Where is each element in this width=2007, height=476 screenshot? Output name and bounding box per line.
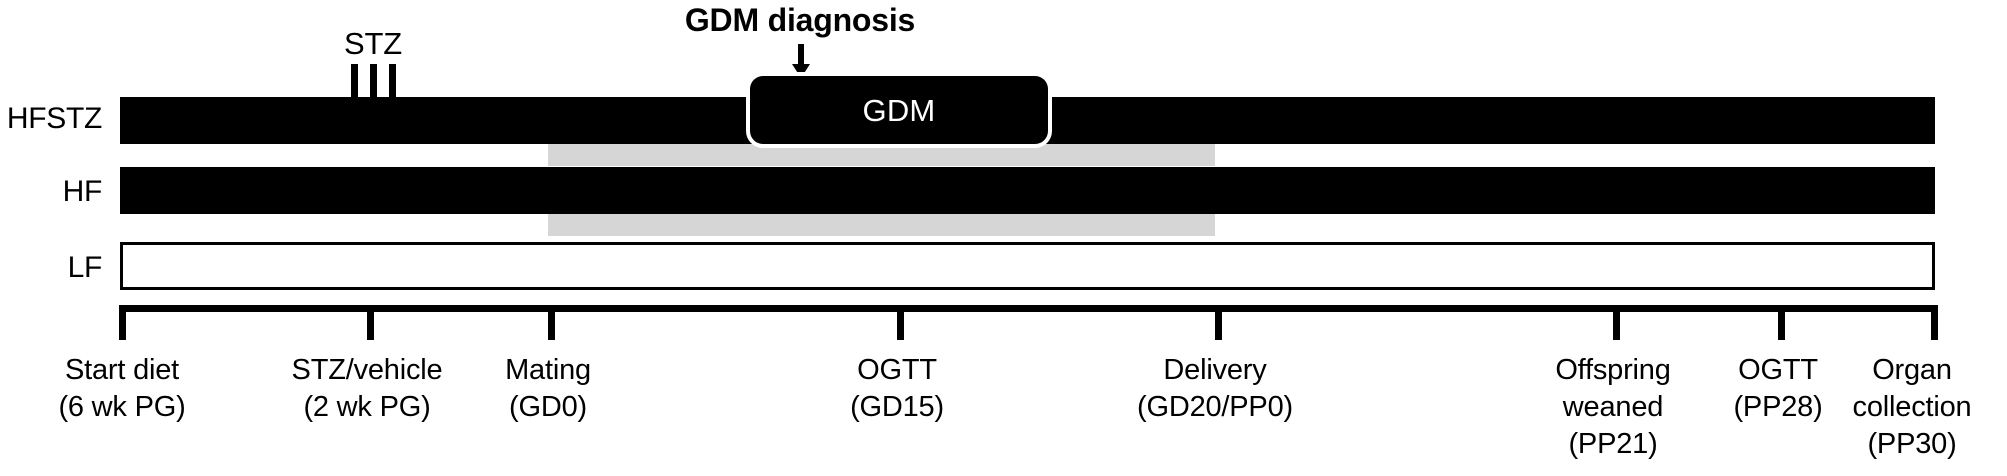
gdm-diagnosis-annotation: GDM diagnosis: [684, 2, 916, 38]
axis-caption-ogtt-pp28-line1: OGTT: [1738, 354, 1818, 386]
axis-caption-ogtt-pp28-line2: (PP28): [1733, 391, 1823, 424]
axis-caption-offspring-weaned-line1: Offspring: [1555, 354, 1671, 386]
axis-caption-organ-collection-line1: Organ: [1872, 354, 1952, 386]
gestation-band-hfstz: [548, 144, 1215, 166]
axis-caption-ogtt-pp28: OGTT (PP28): [1678, 352, 1878, 426]
group-label-hf: HF: [62, 175, 103, 208]
axis-caption-mating: Mating (GD0): [423, 352, 673, 426]
stz-injection-tick-1: [351, 64, 358, 97]
down-arrow-icon: [792, 44, 810, 78]
axis-caption-ogtt-gd15-line1: OGTT: [857, 354, 937, 386]
axis-caption-stz-vehicle-line1: STZ/vehicle: [291, 354, 443, 386]
axis-caption-mating-line2: (GD0): [509, 391, 587, 424]
axis-tick-ogtt-gd15: [897, 305, 904, 340]
stz-injection-tick-3: [389, 64, 396, 97]
axis-tick-ogtt-pp28: [1778, 305, 1785, 340]
stz-injection-tick-2: [370, 64, 377, 97]
diet-bar-hf: [120, 167, 1935, 214]
axis-caption-start-diet-line2: (6 wk PG): [58, 391, 186, 424]
gestation-band-hf: [548, 214, 1215, 236]
axis-caption-stz-vehicle: STZ/vehicle (2 wk PG): [217, 352, 517, 426]
axis-caption-organ-collection-line3: (PP30): [1867, 428, 1957, 461]
axis-caption-offspring-weaned-line2: weaned: [1562, 391, 1664, 424]
axis-caption-delivery-line2: (GD20/PP0): [1137, 391, 1293, 424]
axis-caption-organ-collection-line2: collection: [1852, 391, 1972, 424]
diet-bar-lf: [120, 242, 1935, 290]
group-label-hfstz: HFSTZ: [6, 102, 102, 135]
axis-caption-mating-line1: Mating: [505, 354, 591, 386]
axis-caption-start-diet: Start diet (6 wk PG): [0, 352, 272, 426]
axis-caption-offspring-weaned-line3: (PP21): [1568, 428, 1658, 461]
stz-injection-label: STZ: [344, 26, 402, 61]
axis-tick-organ-collection: [1931, 305, 1938, 340]
axis-caption-delivery: Delivery (GD20/PP0): [1065, 352, 1365, 426]
axis-caption-organ-collection: Organ collection (PP30): [1817, 352, 2007, 463]
gdm-window-box: GDM: [750, 76, 1048, 144]
axis-caption-offspring-weaned: Offspring weaned (PP21): [1483, 352, 1743, 463]
axis-tick-start-diet: [119, 305, 126, 340]
axis-caption-stz-vehicle-line2: (2 wk PG): [303, 391, 431, 424]
axis-tick-stz-vehicle: [367, 305, 374, 340]
axis-caption-start-diet-line1: Start diet: [64, 354, 180, 386]
gdm-box-label: GDM: [862, 92, 936, 128]
axis-caption-ogtt-gd15-line2: (GD15): [850, 391, 944, 424]
axis-caption-delivery-line1: Delivery: [1163, 354, 1267, 386]
timeline-axis-line: [119, 305, 1938, 312]
axis-caption-ogtt-gd15: OGTT (GD15): [772, 352, 1022, 426]
axis-tick-mating: [548, 305, 555, 340]
axis-tick-offspring-weaned: [1613, 305, 1620, 340]
axis-tick-delivery: [1215, 305, 1222, 340]
group-label-lf: LF: [67, 251, 103, 284]
